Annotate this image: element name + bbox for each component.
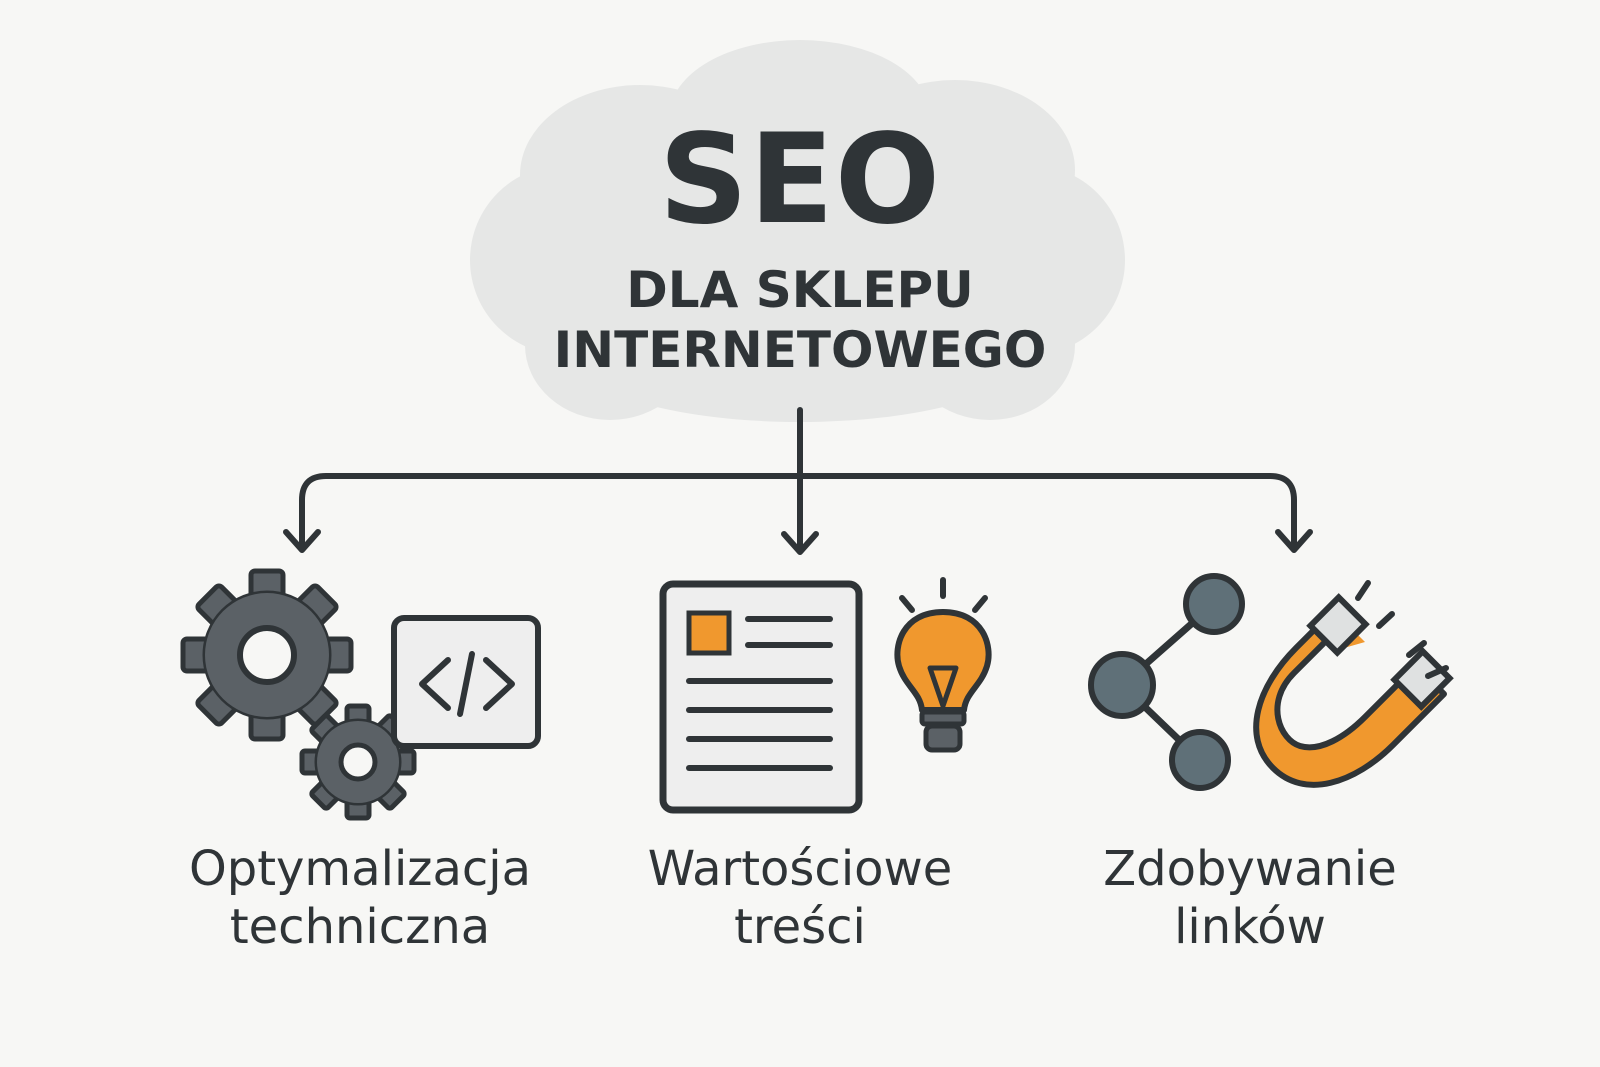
gear-large-icon	[180, 568, 354, 742]
branch-label-content: Wartościowe treści	[570, 840, 1030, 956]
magnet-icon	[1253, 580, 1454, 788]
branch-label-line-1: Optymalizacja	[188, 841, 532, 897]
arrow-head-right	[1275, 529, 1313, 553]
branch-label-line-1: Zdobywanie	[1103, 841, 1397, 897]
branch-label-line-2: treści	[734, 899, 866, 955]
gear-small-icon	[299, 703, 417, 821]
arrow-head-left	[283, 529, 321, 553]
branch-label-line-2: techniczna	[229, 899, 491, 955]
branch-label-technical: Optymalizacja techniczna	[130, 840, 590, 956]
branch-label-line-1: Wartościowe	[647, 841, 953, 897]
branch-line	[299, 473, 1297, 549]
branch-label-line-2: linków	[1174, 899, 1326, 955]
branch-label-links: Zdobywanie linków	[1020, 840, 1480, 956]
arrow-head-center	[781, 531, 819, 555]
code-icon	[391, 615, 541, 749]
subtitle-line-1: DLA SKLEPU	[626, 261, 974, 319]
subtitle-line-2: INTERNETOWEGO	[553, 321, 1047, 379]
document-icon	[659, 580, 863, 814]
connector-arrows	[283, 407, 1313, 555]
share-network-icon	[1088, 573, 1245, 791]
page-title: SEO	[658, 108, 942, 252]
cloud-shape	[470, 40, 1125, 422]
lightbulb-icon	[894, 577, 992, 753]
